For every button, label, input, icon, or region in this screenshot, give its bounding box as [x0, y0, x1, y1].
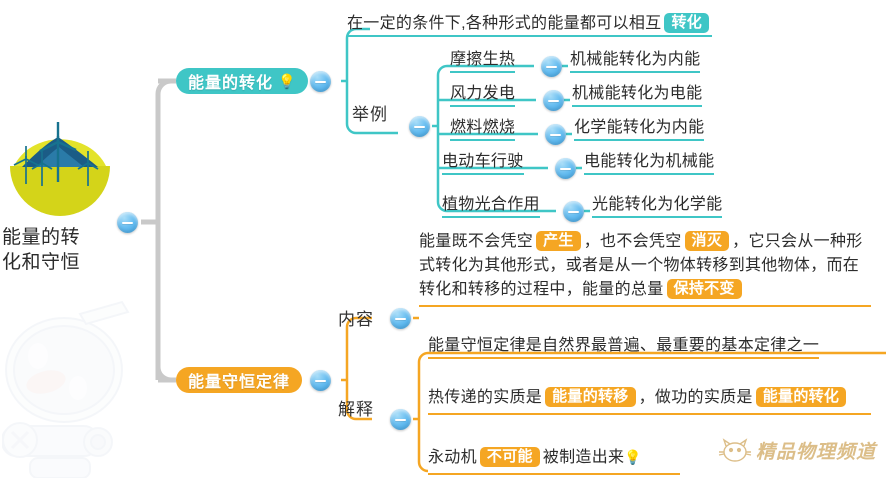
toggle-examples[interactable]	[409, 116, 430, 137]
channel-watermark: 精品物理频道	[718, 437, 876, 464]
explanation3-seg1: 永动机	[428, 449, 477, 466]
channel-name: 精品物理频道	[755, 442, 876, 463]
toggle-example-1[interactable]	[541, 56, 562, 77]
tag-destroy: 消灭	[684, 231, 730, 251]
bulb-icon: 💡	[278, 73, 297, 89]
explanation-line-3[interactable]: 永动机不可能被制造出来💡	[428, 446, 680, 475]
root-title-line2: 化和守恒	[2, 252, 81, 273]
bulb-icon-explanation: 💡	[624, 449, 643, 465]
toggle-explanation[interactable]	[390, 409, 411, 430]
toggle-example-2[interactable]	[543, 90, 564, 111]
explanation2-seg2: ，做功的实质是	[638, 389, 753, 406]
label-examples[interactable]: 举例	[352, 105, 388, 124]
node-energy-conversion-label: 能量的转化	[188, 75, 274, 92]
toggle-root[interactable]	[117, 212, 138, 233]
example-effect-3[interactable]: 化学能转化为内能	[574, 113, 705, 141]
tag-energy-transfer: 能量的转移	[545, 387, 636, 407]
robot-mascot-watermark	[2, 300, 172, 478]
conversion-definition[interactable]: 在一定的条件下,各种形式的能量都可以相互转化	[347, 9, 713, 37]
content-seg2: ，也不会凭空	[583, 233, 682, 250]
label-content[interactable]: 内容	[338, 310, 374, 329]
content-seg3: ，它只会从一种形式转化为其他形式，或者是从一个物体转移到其他物体，而在转化和转移…	[419, 233, 863, 298]
example-cause-1[interactable]: 摩擦生热	[450, 45, 516, 73]
content-seg1: 能量既不会凭空	[419, 233, 534, 250]
explanation-line-1[interactable]: 能量守恒定律是自然界最普遍、最重要的基本定律之一	[428, 331, 820, 359]
example-cause-3[interactable]: 燃料燃烧	[450, 113, 516, 141]
cat-face-logo	[718, 437, 752, 462]
toggle-energy-conversion[interactable]	[310, 71, 331, 92]
root-title: 能量的转 化和守恒	[0, 225, 120, 275]
tag-energy-conversion: 能量的转化	[755, 387, 847, 407]
toggle-example-3[interactable]	[545, 124, 566, 145]
node-energy-conversion[interactable]: 能量的转化 💡	[176, 68, 309, 94]
toggle-content[interactable]	[390, 308, 411, 329]
explanation-line-2[interactable]: 热传递的实质是能量的转移，做功的实质是能量的转化	[428, 386, 871, 415]
conversion-definition-text: 在一定的条件下,各种形式的能量都可以相互	[347, 15, 662, 32]
toggle-energy-conservation[interactable]	[310, 370, 331, 391]
example-effect-2[interactable]: 机械能转化为电能	[572, 79, 703, 107]
tag-conversion: 转化	[664, 13, 710, 33]
conservation-content[interactable]: 能量既不会凭空产生，也不会凭空消灭，它只会从一种形式转化为其他形式，或者是从一个…	[419, 230, 871, 307]
toggle-example-4[interactable]	[555, 158, 576, 179]
example-effect-4[interactable]: 电能转化为机械能	[584, 147, 715, 175]
explanation2-seg1: 热传递的实质是	[428, 389, 543, 406]
root-title-line1: 能量的转	[2, 227, 81, 248]
example-effect-5[interactable]: 光能转化为化学能	[592, 190, 723, 218]
explanation3-seg2: 被制造出来	[542, 449, 625, 466]
tag-impossible: 不可能	[479, 447, 540, 467]
tag-produce: 产生	[536, 231, 581, 251]
toggle-example-5[interactable]	[563, 201, 584, 222]
example-cause-2[interactable]: 风力发电	[450, 79, 516, 107]
label-explanation[interactable]: 解释	[338, 400, 374, 419]
example-cause-4[interactable]: 电动车行驶	[442, 147, 524, 175]
example-cause-5[interactable]: 植物光合作用	[442, 190, 540, 218]
node-energy-conservation[interactable]: 能量守恒定律	[176, 367, 303, 393]
node-energy-conservation-label: 能量守恒定律	[188, 374, 291, 391]
tag-unchanged: 保持不变	[666, 279, 742, 299]
wind-turbines-hill-illustration	[6, 120, 114, 225]
example-effect-1[interactable]: 机械能转化为内能	[570, 45, 701, 73]
